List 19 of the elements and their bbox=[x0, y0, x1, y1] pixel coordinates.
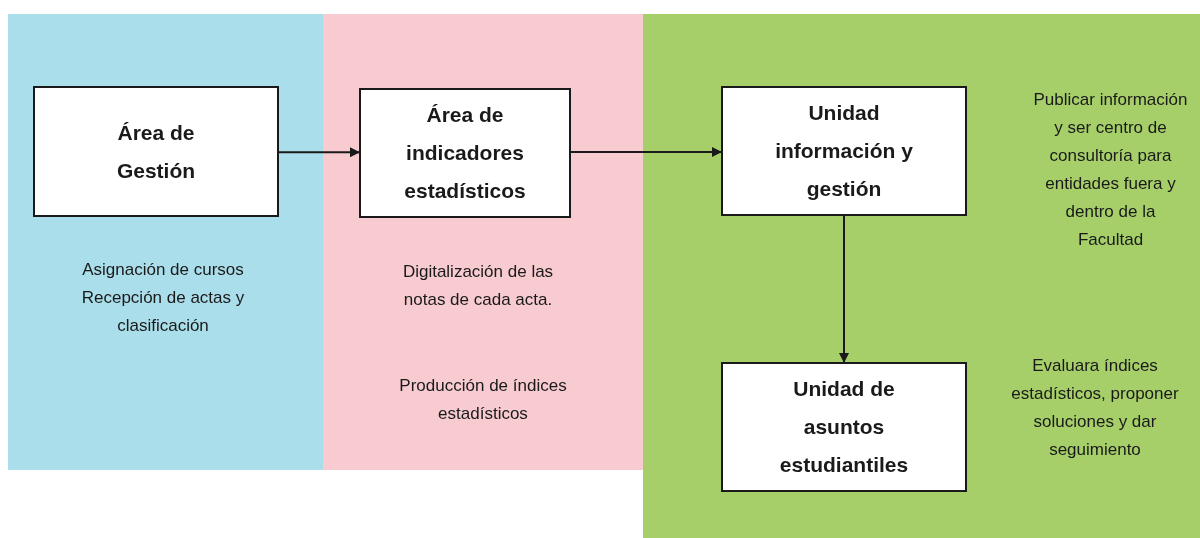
process-box bbox=[721, 362, 967, 492]
section-band bbox=[323, 14, 643, 470]
description-text: Publicar información y ser centro de consultoría para entidades fuera y dentro de la Facultad bbox=[1033, 89, 1188, 251]
arrow bbox=[839, 215, 849, 363]
arrow bbox=[278, 147, 360, 158]
description-text: Asignación de cursos Recepción de actas y clasificación bbox=[80, 259, 246, 337]
section-band bbox=[8, 14, 323, 470]
process-box bbox=[359, 88, 571, 218]
box-title: Área de Gestión bbox=[115, 119, 197, 184]
process-box bbox=[33, 86, 279, 217]
box-title: Área de indicadores estadísticos bbox=[403, 102, 527, 204]
description-text: Producción de índices estadísticos bbox=[398, 375, 568, 425]
box-title: Unidad de asuntos estudiantiles bbox=[778, 376, 910, 478]
process-box bbox=[721, 86, 967, 216]
description-text: Evaluara índices estadísticos, proponer soluciones y dar seguimiento bbox=[1010, 355, 1180, 461]
section-band bbox=[643, 14, 1200, 538]
box-title: Unidad información y gestión bbox=[774, 100, 914, 202]
arrow bbox=[570, 147, 722, 157]
description-text: Digitalización de las notas de cada acta. bbox=[401, 261, 555, 311]
